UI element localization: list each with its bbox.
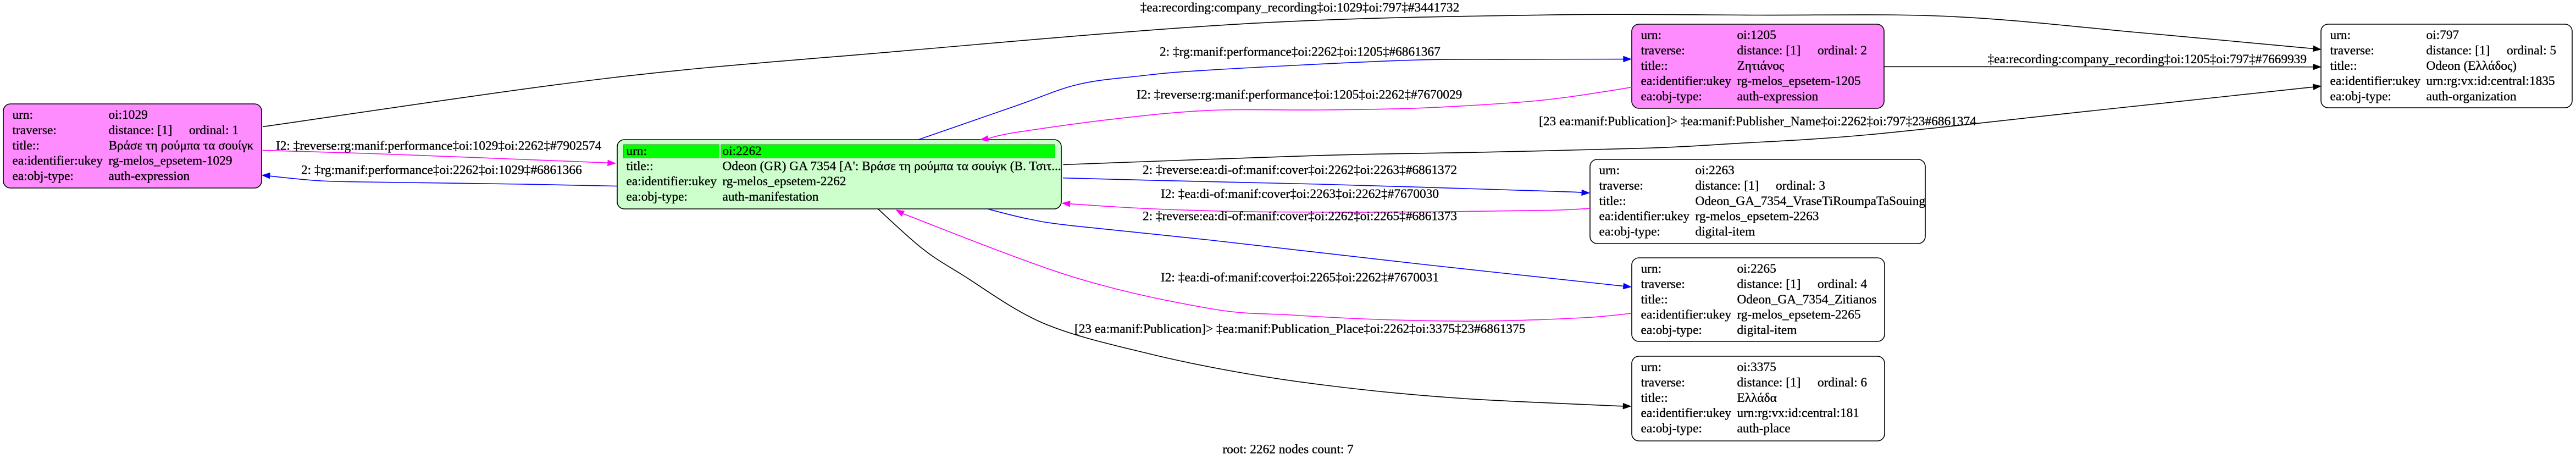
svg-text:‡ea:recording:company_recordin: ‡ea:recording:company_recording‡oi:1205‡… bbox=[1988, 52, 2307, 67]
svg-text:distance: [1]: distance: [1] bbox=[1737, 43, 1801, 58]
svg-text:title::: title:: bbox=[1641, 59, 1668, 73]
svg-text:ordinal: 5: ordinal: 5 bbox=[2507, 43, 2556, 58]
svg-text:title::: title:: bbox=[13, 139, 40, 153]
svg-text:title::: title:: bbox=[1599, 194, 1626, 208]
svg-text:title::: title:: bbox=[627, 159, 653, 174]
svg-text:ea:identifier:ukey: ea:identifier:ukey bbox=[1641, 308, 1732, 322]
svg-text:Odeon_GA_7354_VraseTiRoumpaTaS: Odeon_GA_7354_VraseTiRoumpaTaSouing bbox=[1696, 194, 1926, 208]
svg-text:root: 2262 nodes count: 7: root: 2262 nodes count: 7 bbox=[1222, 443, 1353, 457]
svg-text:rg-melos_epsetem-1029: rg-melos_epsetem-1029 bbox=[109, 154, 232, 168]
svg-text:auth-organization: auth-organization bbox=[2427, 90, 2517, 104]
svg-text:title::: title:: bbox=[2330, 59, 2357, 73]
svg-text:title::: title:: bbox=[1641, 292, 1668, 307]
svg-text:ordinal: 2: ordinal: 2 bbox=[1818, 43, 1867, 58]
svg-text:2: ‡reverse:ea:di-of:manif:cov: 2: ‡reverse:ea:di-of:manif:cover‡oi:2262… bbox=[1143, 209, 1457, 224]
svg-text:I2: ‡ea:di-of:manif:cover‡oi:2: I2: ‡ea:di-of:manif:cover‡oi:2265‡oi:226… bbox=[1161, 270, 1439, 285]
svg-text:oi:2265: oi:2265 bbox=[1737, 262, 1776, 276]
svg-text:ea:identifier:ukey: ea:identifier:ukey bbox=[1641, 74, 1732, 89]
svg-text:distance: [1]: distance: [1] bbox=[2427, 43, 2490, 58]
svg-text:urn:rg:vx:id:central:181: urn:rg:vx:id:central:181 bbox=[1737, 406, 1859, 421]
svg-text:ea:identifier:ukey: ea:identifier:ukey bbox=[1641, 406, 1732, 421]
svg-text:urn:: urn: bbox=[627, 144, 647, 158]
svg-text:oi:797: oi:797 bbox=[2427, 28, 2459, 42]
svg-text:urn:: urn: bbox=[1599, 163, 1620, 178]
svg-text:ea:obj-type:: ea:obj-type: bbox=[1641, 90, 1702, 104]
svg-text:title::: title:: bbox=[1641, 391, 1668, 405]
svg-text:oi:1205: oi:1205 bbox=[1737, 28, 1776, 42]
svg-text:distance: [1]: distance: [1] bbox=[1696, 179, 1759, 193]
svg-text:ea:identifier:ukey: ea:identifier:ukey bbox=[627, 174, 717, 189]
svg-text:traverse:: traverse: bbox=[1599, 179, 1643, 193]
svg-text:traverse:: traverse: bbox=[2330, 43, 2374, 58]
svg-text:Odeon (Ελλάδος): Odeon (Ελλάδος) bbox=[2427, 59, 2517, 73]
svg-text:oi:2262: oi:2262 bbox=[723, 144, 762, 158]
svg-text:urn:: urn: bbox=[1641, 28, 1662, 42]
svg-text:I2: ‡reverse:rg:manif:performa: I2: ‡reverse:rg:manif:performance‡oi:120… bbox=[1137, 88, 1462, 102]
svg-text:urn:: urn: bbox=[13, 108, 34, 122]
svg-text:rg-melos_epsetem-2265: rg-melos_epsetem-2265 bbox=[1737, 308, 1861, 322]
svg-text:ea:obj-type:: ea:obj-type: bbox=[1599, 225, 1660, 239]
svg-text:oi:2263: oi:2263 bbox=[1696, 163, 1735, 178]
svg-text:‡ea:recording:company_recordin: ‡ea:recording:company_recording‡oi:1029‡… bbox=[1140, 1, 1459, 15]
svg-text:digital-item: digital-item bbox=[1696, 225, 1755, 239]
svg-text:traverse:: traverse: bbox=[1641, 43, 1685, 58]
svg-text:ea:obj-type:: ea:obj-type: bbox=[1641, 422, 1702, 436]
svg-text:ea:identifier:ukey: ea:identifier:ukey bbox=[2330, 74, 2421, 89]
svg-text:ordinal: 6: ordinal: 6 bbox=[1818, 375, 1867, 390]
svg-text:urn:rg:vx:id:central:1835: urn:rg:vx:id:central:1835 bbox=[2427, 74, 2555, 89]
svg-text:Ελλάδα: Ελλάδα bbox=[1737, 391, 1777, 405]
svg-text:ea:obj-type:: ea:obj-type: bbox=[13, 169, 74, 184]
svg-text:auth-manifestation: auth-manifestation bbox=[723, 190, 819, 204]
svg-text:Odeon (GR) GA 7354 [Α': Βράσε: Odeon (GR) GA 7354 [Α': Βράσε τη ρούμπα … bbox=[723, 159, 1061, 174]
svg-text:I2: ‡reverse:rg:manif:performa: I2: ‡reverse:rg:manif:performance‡oi:102… bbox=[276, 139, 602, 153]
svg-text:digital-item: digital-item bbox=[1737, 323, 1797, 338]
svg-text:auth-expression: auth-expression bbox=[109, 169, 190, 184]
svg-text:urn:: urn: bbox=[2330, 28, 2351, 42]
svg-text:Odeon_GA_7354_Zitianos: Odeon_GA_7354_Zitianos bbox=[1737, 292, 1877, 307]
svg-text:distance: [1]: distance: [1] bbox=[1737, 277, 1801, 291]
svg-text:Βράσε τη ρούμπα τα σουίγκ: Βράσε τη ρούμπα τα σουίγκ bbox=[109, 139, 254, 153]
svg-text:traverse:: traverse: bbox=[13, 123, 57, 137]
svg-text:distance: [1]: distance: [1] bbox=[1737, 375, 1801, 390]
svg-text:urn:: urn: bbox=[1641, 262, 1662, 276]
svg-text:distance: [1]: distance: [1] bbox=[109, 123, 173, 137]
svg-text:auth-expression: auth-expression bbox=[1737, 90, 1819, 104]
svg-text:oi:3375: oi:3375 bbox=[1737, 360, 1776, 374]
svg-text:Ζητιάνος: Ζητιάνος bbox=[1737, 59, 1785, 73]
svg-text:[23 ea:manif:Publication]> ‡ea: [23 ea:manif:Publication]> ‡ea:manif:Pub… bbox=[1539, 114, 1976, 129]
svg-text:I2: ‡ea:di-of:manif:cover‡oi:2: I2: ‡ea:di-of:manif:cover‡oi:2263‡oi:226… bbox=[1161, 187, 1439, 201]
svg-text:ordinal: 3: ordinal: 3 bbox=[1776, 179, 1825, 193]
svg-text:ea:identifier:ukey: ea:identifier:ukey bbox=[13, 154, 103, 168]
svg-text:[23 ea:manif:Publication]> ‡ea: [23 ea:manif:Publication]> ‡ea:manif:Pub… bbox=[1074, 322, 1525, 336]
svg-text:traverse:: traverse: bbox=[1641, 375, 1685, 390]
svg-text:ordinal: 4: ordinal: 4 bbox=[1818, 277, 1867, 291]
svg-text:oi:1029: oi:1029 bbox=[109, 108, 148, 122]
svg-text:ea:obj-type:: ea:obj-type: bbox=[1641, 323, 1702, 338]
svg-text:rg-melos_epsetem-2263: rg-melos_epsetem-2263 bbox=[1696, 209, 1819, 224]
svg-text:ea:identifier:ukey: ea:identifier:ukey bbox=[1599, 209, 1690, 224]
svg-text:ea:obj-type:: ea:obj-type: bbox=[627, 190, 688, 204]
svg-text:rg-melos_epsetem-1205: rg-melos_epsetem-1205 bbox=[1737, 74, 1861, 89]
svg-text:rg-melos_epsetem-2262: rg-melos_epsetem-2262 bbox=[723, 174, 846, 189]
svg-text:2: ‡reverse:ea:di-of:manif:cov: 2: ‡reverse:ea:di-of:manif:cover‡oi:2262… bbox=[1143, 163, 1457, 177]
svg-text:2: ‡rg:manif:performance‡oi:22: 2: ‡rg:manif:performance‡oi:2262‡oi:1205… bbox=[1160, 45, 1441, 59]
svg-text:ordinal: 1: ordinal: 1 bbox=[189, 123, 239, 137]
svg-text:traverse:: traverse: bbox=[1641, 277, 1685, 291]
svg-text:urn:: urn: bbox=[1641, 360, 1662, 374]
svg-text:2: ‡rg:manif:performance‡oi:22: 2: ‡rg:manif:performance‡oi:2262‡oi:1029… bbox=[301, 163, 582, 178]
svg-text:ea:obj-type:: ea:obj-type: bbox=[2330, 90, 2391, 104]
svg-text:auth-place: auth-place bbox=[1737, 422, 1791, 436]
